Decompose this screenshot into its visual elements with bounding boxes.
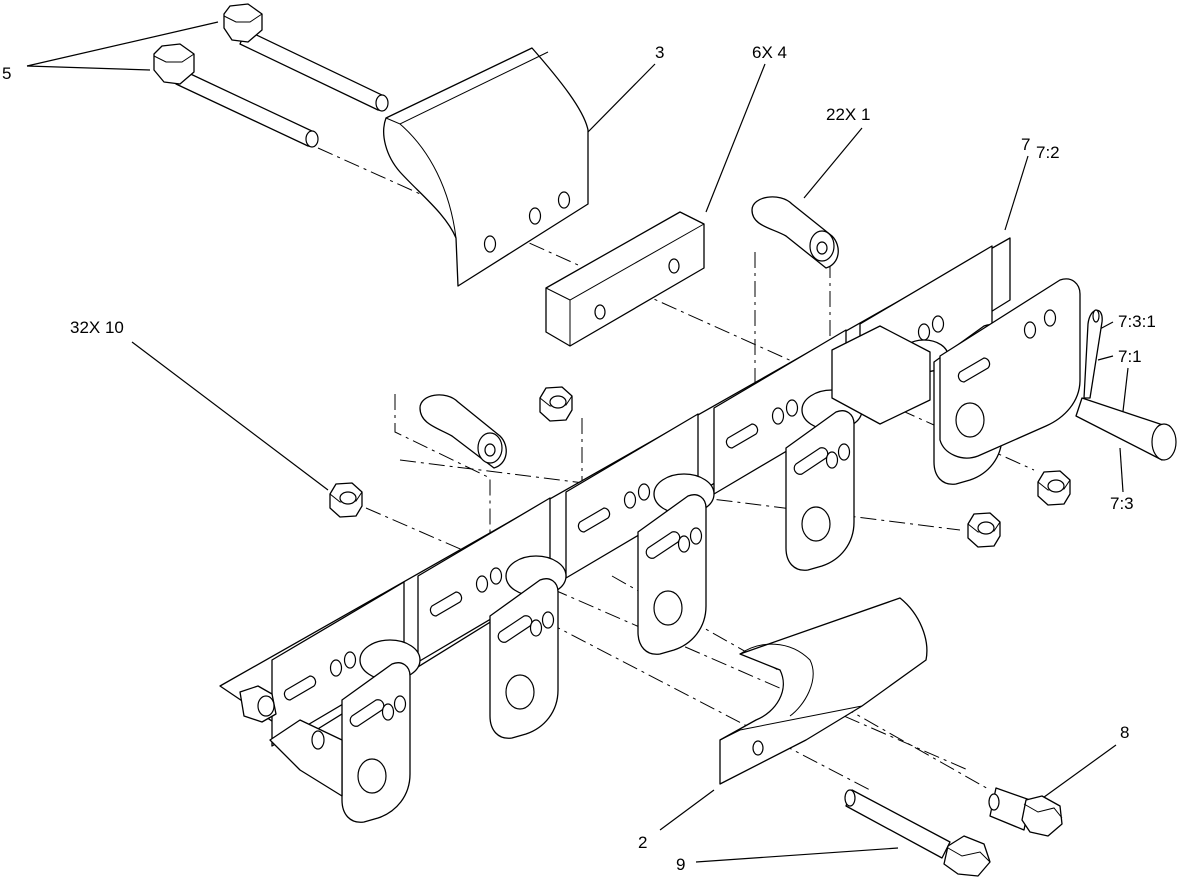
callout-6x4: 6X 4 — [752, 43, 787, 62]
part-9-bolt — [844, 789, 991, 877]
callout-2: 2 — [638, 833, 647, 852]
part-8-bolt — [988, 787, 1063, 837]
callout-5: 5 — [2, 64, 11, 83]
callout-7-3-1: 7:3:1 — [1118, 312, 1156, 331]
callout-7: 7 — [1021, 135, 1030, 154]
part-5-bolts — [153, 3, 389, 148]
part-7-chain — [219, 237, 1081, 823]
callout-22x1: 22X 1 — [826, 105, 870, 124]
part-1-rollers — [419, 196, 839, 469]
callout-8: 8 — [1120, 723, 1129, 742]
callout-7-2: 7:2 — [1036, 143, 1060, 162]
callout-7-1: 7:1 — [1118, 347, 1142, 366]
callout-9: 9 — [676, 855, 685, 874]
part-2-bracket — [719, 597, 928, 785]
part-7-1-pin — [1075, 309, 1177, 461]
callout-7-3: 7:3 — [1110, 494, 1134, 513]
callout-32x10: 32X 10 — [70, 318, 124, 337]
part-3-bracket — [383, 47, 589, 287]
callout-3: 3 — [655, 43, 664, 62]
leader-lines — [26, 21, 1129, 863]
part-4-spacer — [545, 211, 705, 347]
